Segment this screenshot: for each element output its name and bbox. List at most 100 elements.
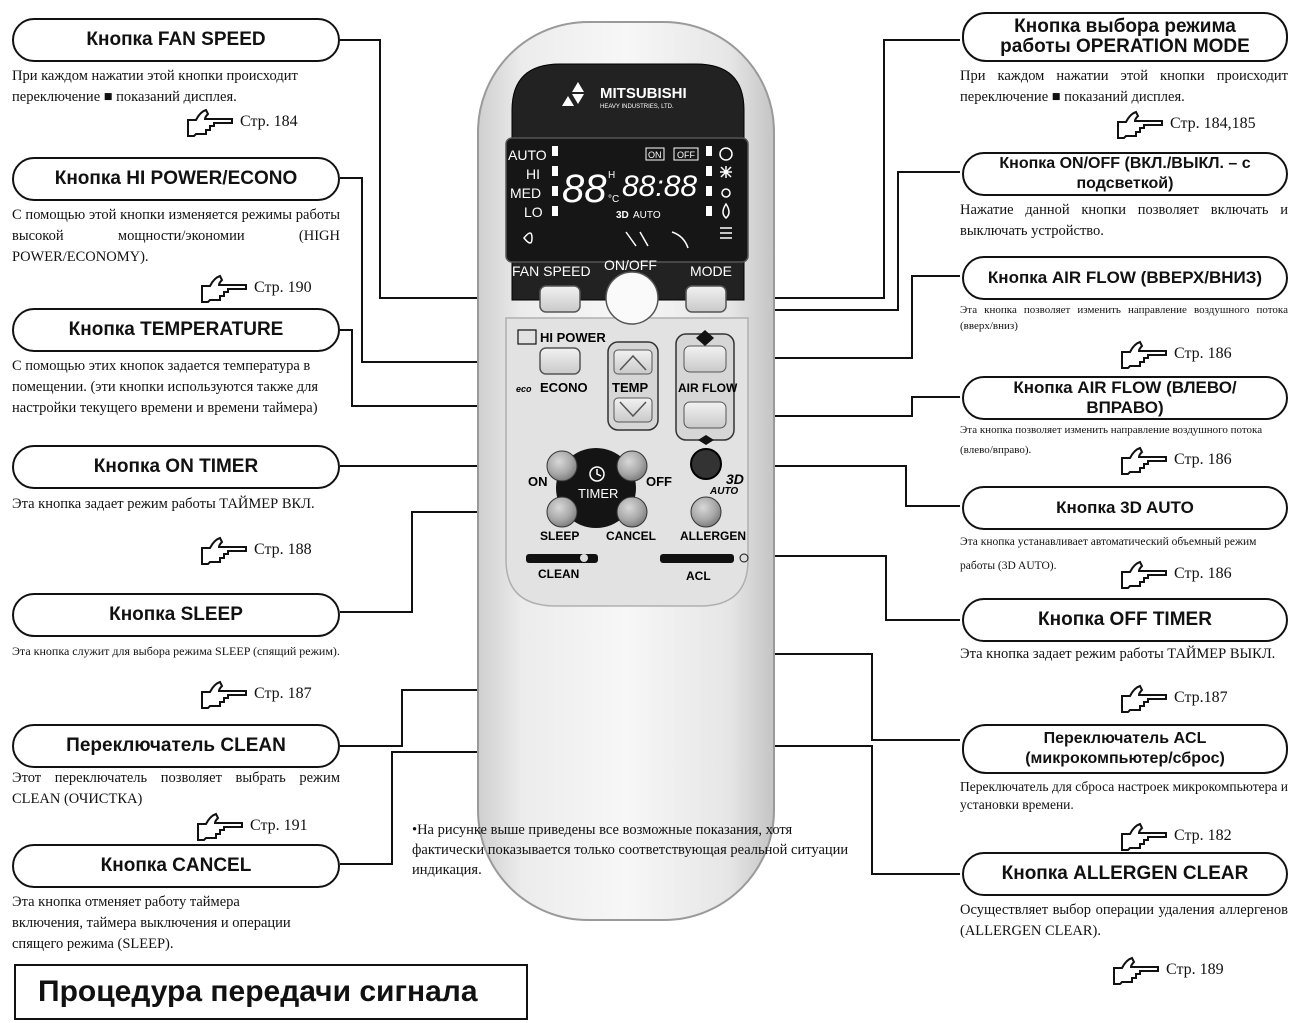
callout-off-timer-title: Кнопка OFF TIMER — [962, 598, 1288, 642]
lcd-hi: HI — [526, 166, 540, 182]
pointing-hand-icon — [1121, 822, 1167, 851]
callout-operation-mode-desc: При каждом нажатии этой кнопки происходи… — [960, 68, 1288, 105]
callout-on-off-title: Кнопка ON/OFF (ВКЛ./ВЫКЛ. – с подсветкой… — [962, 152, 1288, 196]
display-note: •На рисунке выше приведены все возможные… — [412, 822, 849, 878]
pointing-hand-icon — [201, 274, 247, 303]
leader-airflow-lr — [730, 396, 960, 417]
callout-cancel-title: Кнопка CANCEL — [12, 844, 340, 888]
hi-power-econo-button[interactable] — [539, 347, 581, 375]
cancel-button[interactable] — [616, 496, 648, 528]
label-fan-speed: FAN SPEED — [512, 263, 591, 279]
label-econo-prefix: eco — [516, 384, 532, 394]
lcd-mode-icons — [523, 147, 733, 249]
label-3d-auto: AUTO — [709, 486, 738, 497]
callout-hi-power-title: Кнопка HI POWER/ECONO — [12, 157, 340, 201]
callout-clean-desc: Этот переключатель позволяет выбрать реж… — [12, 770, 340, 807]
callout-on-timer-desc: Эта кнопка задает режим работы ТАЙМЕР ВК… — [12, 496, 315, 512]
leader-acl — [743, 560, 960, 741]
acl-switch-slot — [660, 554, 734, 563]
temp-up-button[interactable] — [613, 349, 653, 375]
pointing-hand-icon — [1121, 560, 1167, 589]
off-timer-button[interactable] — [616, 450, 648, 482]
callout-operation-mode-title: Кнопка выбора режима работы OPERATION MO… — [962, 12, 1288, 62]
ref-text: Стр. 190 — [254, 279, 312, 296]
ref-text: Стр. 187 — [254, 685, 312, 702]
leader-mode — [728, 39, 960, 299]
callout-acl-title: Переключатель ACL (микрокомпьютер/сброс) — [962, 724, 1288, 774]
label-sleep: SLEEP — [540, 529, 579, 543]
label-timer: TIMER — [578, 486, 618, 501]
callout-acl-desc: Переключатель для сброса настроек микрок… — [960, 779, 1288, 812]
callout-off-timer-ref: Стр.187 — [1120, 682, 1228, 714]
ref-text: Стр. 184,185 — [1170, 115, 1256, 132]
leader-hi-power — [340, 177, 540, 363]
callout-allergen-title: Кнопка ALLERGEN CLEAR — [962, 852, 1288, 896]
section-title: Процедура передачи сигнала — [14, 964, 528, 1020]
clock-icon — [589, 466, 605, 482]
label-on-off: ON/OFF — [604, 257, 657, 273]
lcd-on: ON — [648, 150, 662, 160]
callout-hi-power-ref: Стр. 190 — [200, 272, 312, 304]
lcd-time-digits: 88:88 — [622, 170, 697, 203]
callout-air-flow-lr-desc: Эта кнопка позволяет изменить направлени… — [960, 424, 1263, 456]
mode-button[interactable] — [685, 285, 727, 313]
ref-text: Стр.187 — [1174, 689, 1228, 706]
airflow-left-right-button[interactable] — [683, 401, 727, 429]
lcd-off: OFF — [677, 150, 695, 160]
sleep-button[interactable] — [546, 496, 578, 528]
callout-operation-mode-ref: Стр. 184,185 — [1116, 108, 1256, 140]
callout-air-flow-lr-ref: Стр. 186 — [1120, 444, 1232, 476]
ref-text: Стр. 182 — [1174, 827, 1232, 844]
allergen-button[interactable] — [690, 496, 722, 528]
lcd-auto: AUTO — [508, 147, 547, 163]
lcd-mode-auto: AUTO — [633, 210, 661, 221]
label-allergen: ALLERGEN — [680, 529, 746, 543]
leader-3d-auto — [730, 465, 960, 507]
callout-air-flow-ud-desc: Эта кнопка позволяет изменить направлени… — [960, 304, 1288, 332]
on-timer-button[interactable] — [546, 450, 578, 482]
lcd-temp-unit-c: °C — [608, 194, 619, 205]
callout-air-flow-ud-ref: Стр. 186 — [1120, 338, 1232, 370]
brand-logo — [562, 82, 584, 106]
callout-sleep-ref: Стр. 187 — [200, 678, 312, 710]
label-3d: 3D — [726, 471, 744, 487]
callout-on-off-desc: Нажатие данной кнопки позволяет включать… — [960, 202, 1288, 239]
callout-sleep-desc: Эта кнопка служит для выбора режима SLEE… — [12, 644, 340, 658]
on-off-button[interactable] — [605, 271, 659, 325]
pointing-hand-icon — [1121, 446, 1167, 475]
acl-switch[interactable] — [739, 553, 749, 563]
label-temp: TEMP — [612, 380, 648, 395]
callout-on-timer-ref: Стр. 188 — [200, 534, 312, 566]
lcd-lo: LO — [524, 204, 543, 220]
ref-text: Стр. 186 — [1174, 345, 1232, 362]
label-mode: MODE — [690, 263, 732, 279]
clean-switch-slot — [526, 554, 598, 563]
callout-fan-speed-desc: При каждом нажатии этой кнопки происходи… — [12, 68, 298, 105]
fan-speed-button[interactable] — [539, 285, 581, 313]
callout-clean-ref: Стр. 191 — [196, 810, 308, 842]
temp-down-button[interactable] — [613, 397, 653, 423]
airflow-up-down-button[interactable] — [683, 345, 727, 373]
pointing-hand-icon — [1121, 684, 1167, 713]
callout-air-flow-lr-title: Кнопка AIR FLOW (ВЛЕВО/ВПРАВО) — [962, 376, 1288, 420]
ref-text: Стр. 189 — [1166, 961, 1224, 978]
label-clean: CLEAN — [538, 567, 579, 581]
callout-hi-power-desc: С помощью этой кнопки изменяется режимы … — [12, 207, 340, 265]
label-cancel: CANCEL — [606, 529, 656, 543]
label-air-flow: AIR FLOW — [678, 381, 738, 395]
callout-3d-auto-desc: Эта кнопка устанавливает автоматический … — [960, 536, 1257, 572]
callout-on-timer-title: Кнопка ON TIMER — [12, 445, 340, 489]
callout-clean-title: Переключатель CLEAN — [12, 724, 340, 768]
3d-auto-button[interactable] — [690, 448, 722, 480]
pointing-hand-icon — [197, 812, 243, 841]
pointing-hand-icon — [1121, 340, 1167, 369]
callout-3d-auto-title: Кнопка 3D AUTO — [962, 486, 1288, 530]
callout-off-timer-desc: Эта кнопка задает режим работы ТАЙМЕР ВЫ… — [960, 646, 1276, 662]
lcd-temp-digits: 88 — [562, 167, 607, 211]
callout-air-flow-ud-title: Кнопка AIR FLOW (ВВЕРХ/ВНИЗ) — [962, 256, 1288, 300]
lcd-temp-unit-h: H — [608, 170, 615, 181]
ref-text: Стр. 188 — [254, 541, 312, 558]
clean-switch[interactable] — [580, 554, 588, 562]
callout-allergen-desc: Осуществляет выбор операции удаления алл… — [960, 902, 1288, 939]
lcd-mode-3d: 3D — [616, 210, 629, 221]
